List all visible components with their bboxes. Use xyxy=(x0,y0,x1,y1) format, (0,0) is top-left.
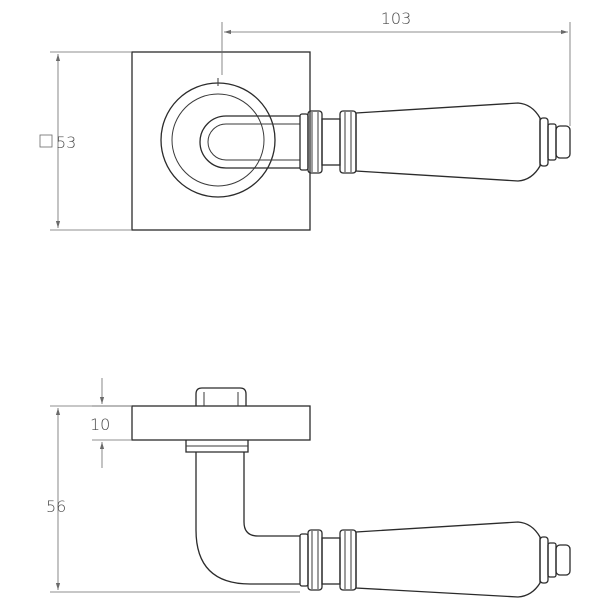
lever-neck xyxy=(199,115,300,169)
dimension-projection: 56 xyxy=(46,405,300,593)
dimension-label-square: 53 xyxy=(56,133,76,152)
side-collar-rings xyxy=(299,529,357,591)
side-lever-finial xyxy=(539,536,571,584)
dimension-label-thickness: 10 xyxy=(90,415,110,434)
rose-plate xyxy=(131,405,311,441)
spindle-cap xyxy=(195,387,247,406)
square-symbol-icon xyxy=(39,134,53,148)
round-rose-outer xyxy=(160,82,276,198)
dimension-label-length: 103 xyxy=(381,9,412,28)
side-lever-body xyxy=(355,521,541,598)
lever-finial xyxy=(539,117,571,167)
dimension-rose-thickness: 10 xyxy=(90,378,132,468)
square-rose xyxy=(131,51,311,231)
dimension-rose-square: 53 xyxy=(39,51,132,231)
lever-arm xyxy=(195,452,300,585)
side-view: 10 56 xyxy=(46,378,571,598)
lever-body xyxy=(355,102,541,182)
dimension-overall-length: 103 xyxy=(221,9,571,126)
collar-rings xyxy=(299,110,357,174)
round-rose-inner xyxy=(171,93,265,187)
dimension-label-projection: 56 xyxy=(46,497,66,516)
top-view: 103 53 xyxy=(39,9,571,231)
